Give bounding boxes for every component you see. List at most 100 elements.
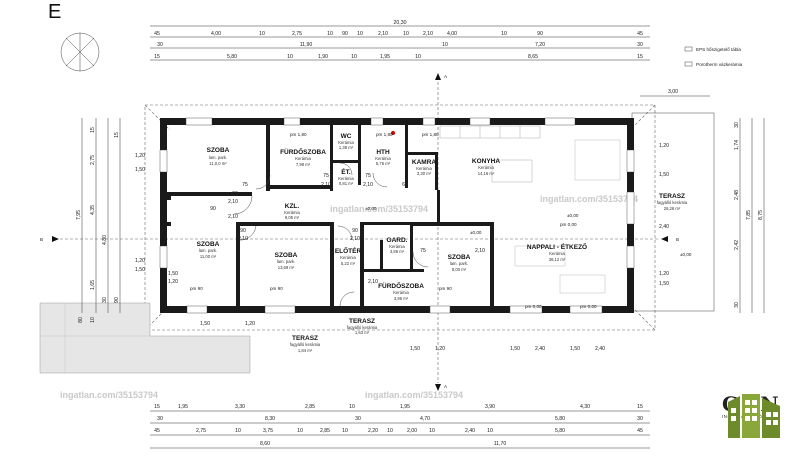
- room-area: 26,26 m²: [664, 206, 681, 211]
- dim-label: 30: [355, 416, 361, 422]
- section-mark: A: [444, 384, 448, 389]
- dim-label: 1,50: [410, 346, 420, 352]
- dim-label: 3,30: [235, 404, 245, 410]
- room-name: ELŐTÉR: [335, 246, 362, 255]
- dim-label: 2,40: [535, 346, 545, 352]
- right-dimensions: 1,20 1,50 1,20 1,50 1,74 2,48 2,42 30 30…: [659, 118, 765, 313]
- room-floor: fagyálló kerámia: [290, 342, 321, 347]
- room-floor: Kerámia: [340, 255, 356, 260]
- level-mark: ±0,00: [567, 213, 579, 218]
- room-area: 0,81 m²: [339, 181, 354, 186]
- dim-label: 10: [442, 42, 448, 48]
- terrace-outline: [631, 112, 715, 312]
- dim-label: 2,20: [368, 428, 378, 434]
- dim-label: 2,10: [228, 214, 238, 220]
- dim-label: 2,85: [320, 428, 330, 434]
- dim-label: 2,10: [423, 31, 433, 37]
- room-floor: Kerámia: [393, 290, 409, 295]
- dim-label: 45: [154, 31, 160, 37]
- boiler-marker-icon: [391, 131, 395, 135]
- section-mark: A: [444, 74, 448, 79]
- watermark: ingatlan.com/35153794: [60, 390, 158, 400]
- dim-label: 2,40: [595, 346, 605, 352]
- top-dimensions: 20,30 45 4,00 10 2,75 10 90 10 2,10 10 2…: [150, 20, 710, 97]
- watermark: ingatlan.com/35153794: [365, 390, 463, 400]
- dim-label: 8,60: [260, 441, 270, 447]
- dim-label: 30: [734, 122, 740, 128]
- dim-label: 2,75: [292, 31, 302, 37]
- dim-label: 2,85: [305, 404, 315, 410]
- inner-dimensions: 90 2,10 90 2,10 75 2,10 75 2,10 60 90 2,…: [168, 173, 605, 352]
- dim-label: 1,50: [135, 167, 145, 173]
- room-area: 7,98 m²: [296, 162, 311, 167]
- dim-label: 8,75: [758, 210, 764, 220]
- dim-label: 4,30: [580, 404, 590, 410]
- dim-label: 10: [387, 428, 393, 434]
- dim-label: 90: [114, 297, 120, 303]
- dim-label: 1,50: [510, 346, 520, 352]
- door-swings: [233, 162, 429, 307]
- dim-label: 4,80: [102, 235, 108, 245]
- dim-label: 5,80: [227, 54, 237, 60]
- level-marks: ±0,00 ±0,00 ±0,00 ±0,00 -0,30: [238, 206, 692, 312]
- pm-mark: pm 90: [270, 286, 283, 291]
- inner-walls: [167, 125, 494, 306]
- north-arrow-icon: [60, 32, 100, 72]
- sheet-letter: E: [48, 1, 61, 23]
- dim-label: 1,90: [318, 54, 328, 60]
- dim-label: 2,10: [368, 279, 378, 285]
- dim-label: 2,42: [734, 240, 740, 250]
- room-area: 11,0,0 m²: [209, 161, 227, 166]
- left-dimensions: 1,20 1,50 1,20 1,50 2,75 4,35 1,65 15 30…: [76, 118, 145, 323]
- kitchen-counter: [439, 125, 621, 294]
- level-mark: ±0,00: [365, 206, 377, 211]
- room-name: SZOBA: [207, 147, 230, 154]
- room-floor: Kerámia: [478, 165, 494, 170]
- dim-label: 2,10: [321, 182, 331, 188]
- room-floor: lam. park.: [450, 261, 468, 266]
- dim-label: 30: [157, 42, 163, 48]
- room-area: 1,63 m²: [355, 330, 370, 335]
- dim-label: 8,65: [528, 54, 538, 60]
- room-name: TERASZ: [659, 193, 685, 200]
- room-area: 11,00 m²: [200, 254, 217, 259]
- dim-label: 75: [365, 173, 371, 179]
- room-area: 3,30 m²: [417, 171, 432, 176]
- section-mark: B: [40, 237, 43, 242]
- dim-label: 2,75: [196, 428, 206, 434]
- room-floor: Kerámia: [375, 156, 391, 161]
- dim-label: 15: [114, 132, 120, 138]
- dim-label: 10: [235, 428, 241, 434]
- dim-label: 2,10: [475, 248, 485, 254]
- dim-label: 1,65: [90, 280, 96, 290]
- room-floor: fagyálló kerámia: [347, 325, 378, 330]
- dim-label: 90: [210, 206, 216, 212]
- dim-label: 90: [232, 191, 238, 197]
- room-name: NAPPALI - ÉTKEZŐ: [527, 242, 587, 251]
- pm-mark: pm 90: [439, 286, 452, 291]
- dim-label: 10: [415, 54, 421, 60]
- room-name: TERASZ: [349, 318, 375, 325]
- dim-label: 2,10: [378, 31, 388, 37]
- dim-label: 10: [487, 428, 493, 434]
- room-floor: lam. park.: [199, 248, 217, 253]
- dim-label: 10: [357, 31, 363, 37]
- dim-label: 1,20: [135, 153, 145, 159]
- gdn-logo: GDN INGATLANHALÓZAT: [722, 392, 796, 470]
- legend-item: EPS hőszigetelő tábla: [696, 47, 741, 52]
- dim-label: 10: [501, 31, 507, 37]
- dim-label: 4,00: [447, 31, 457, 37]
- room-area: 14,16 m²: [478, 171, 495, 176]
- room-floor: Kerámia: [338, 176, 354, 181]
- room-area: 3,96 m²: [394, 296, 409, 301]
- room-floor: Kerámia: [549, 251, 565, 256]
- room-name: SZOBA: [197, 241, 220, 248]
- room-name: SZOBA: [448, 254, 471, 261]
- dim-label: 90: [240, 228, 246, 234]
- legend: EPS hőszigetelő tábla Porotherm vázkerám…: [684, 46, 743, 67]
- dim-label: 1,20: [435, 346, 445, 352]
- room-floor: lam. park.: [209, 155, 227, 160]
- room-name: ÉT.: [341, 167, 351, 176]
- dim-label: 10: [349, 404, 355, 410]
